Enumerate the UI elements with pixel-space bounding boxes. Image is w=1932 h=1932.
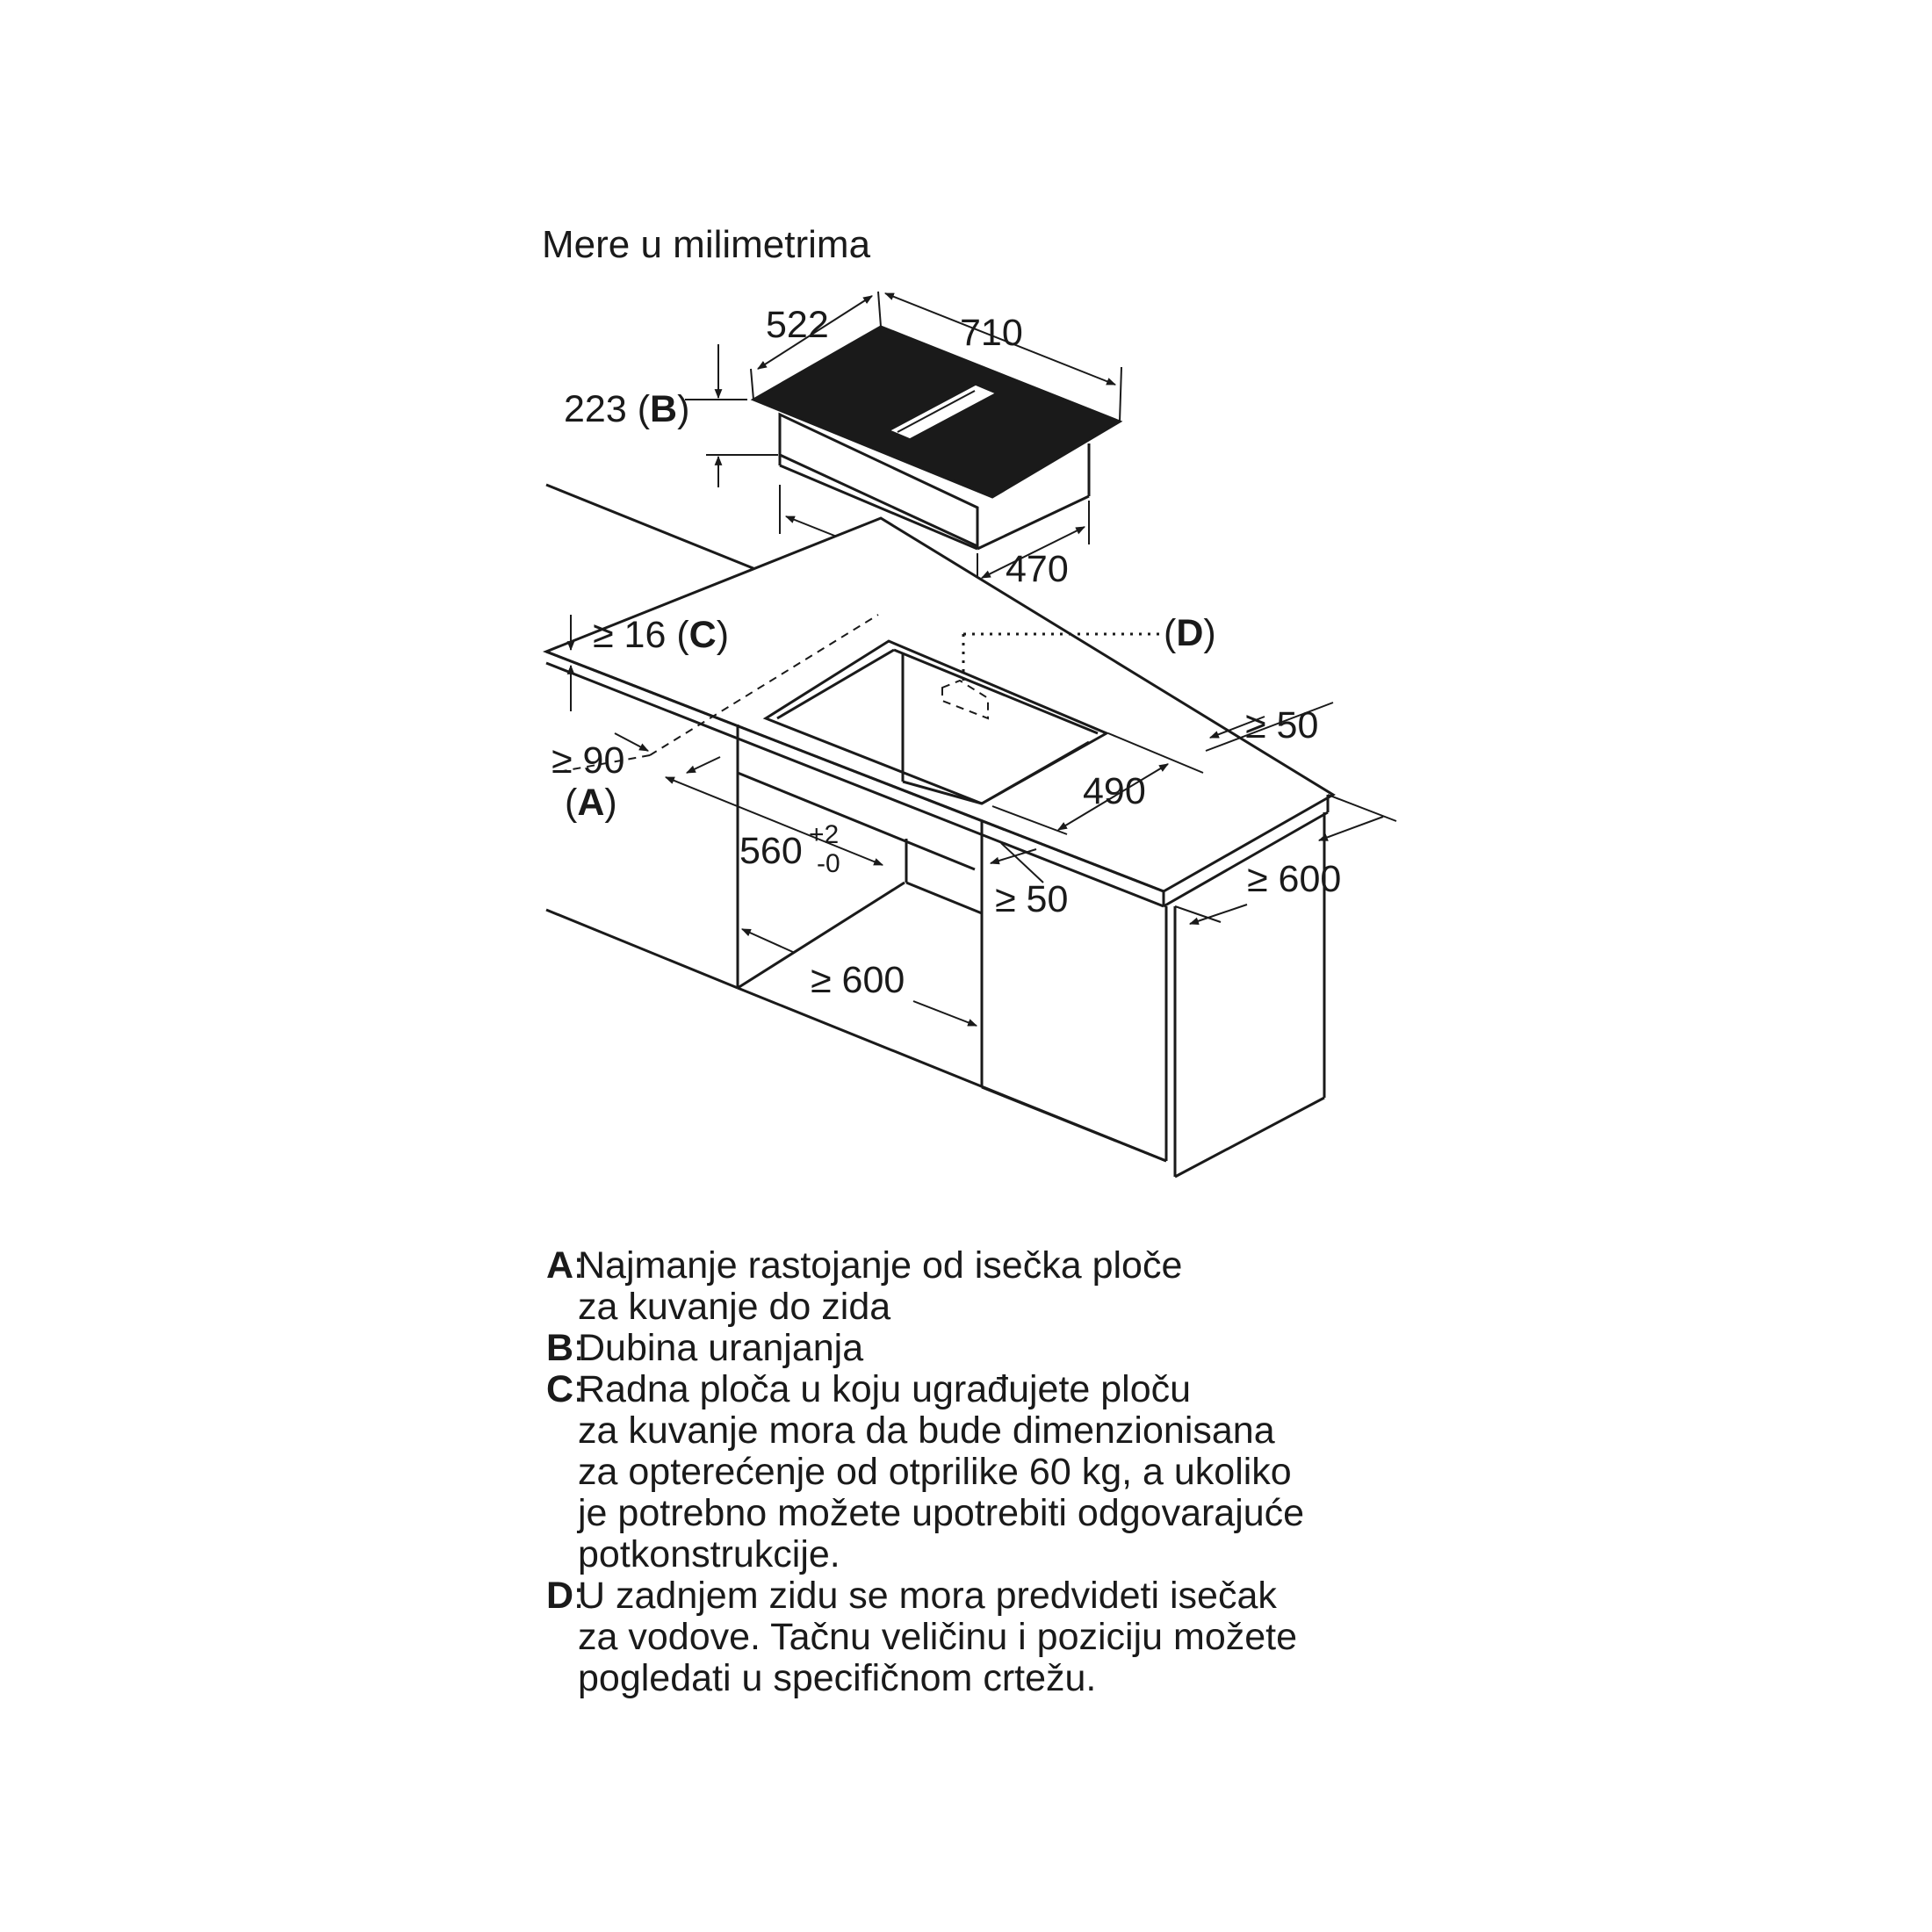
dim-cutout-tol-plus: +2 (809, 820, 839, 849)
legend-item-c: C Radna ploča u koju ugrađujete ploču za… (546, 1369, 1688, 1575)
legend-item-d: D U zadnjem zidu se mora predvideti iseč… (546, 1575, 1688, 1699)
dim-side-clearance: ≥ 50 (995, 878, 1068, 920)
hob-vent-slot (890, 385, 995, 439)
label-service-cutout: (D) (1164, 612, 1216, 654)
legend-key: D (546, 1575, 578, 1699)
dim-hob-width: 710 (960, 312, 1023, 354)
legend-item-b: B Dubina uranjanja (546, 1328, 1688, 1369)
legend-key: B (546, 1328, 578, 1369)
dim-worktop-depth: ≥ 600 (1247, 858, 1341, 900)
legend: A Najmanje rastojanje od isečka ploče za… (546, 1245, 1688, 1699)
service-cutout: (D) (941, 612, 1216, 720)
label-wall-distance-ref: (A) (565, 782, 617, 824)
legend-text: U zadnjem zidu se mora predvideti isečak… (578, 1575, 1298, 1699)
hob-cutout (762, 639, 1110, 805)
legend-text: Radna ploča u koju ugrađujete ploču za k… (578, 1368, 1305, 1575)
cabinet-illustration (542, 483, 1336, 1179)
dim-cutout-depth: 490 (1083, 770, 1146, 812)
hob-illustration (750, 325, 1123, 551)
dim-worktop-thickness: ≥ 16 (C) (593, 614, 729, 656)
dim-back-clearance: ≥ 50 (1245, 704, 1318, 746)
dim-cutout-width: 560 (739, 830, 803, 872)
legend-item-a: A Najmanje rastojanje od isečka ploče za… (546, 1245, 1688, 1328)
dim-body-depth: 470 (1006, 548, 1069, 590)
dim-cabinet-width: ≥ 600 (811, 959, 905, 1001)
legend-key: C (546, 1369, 578, 1575)
legend-text: Dubina uranjanja (578, 1327, 864, 1369)
dim-hob-depth: 522 (766, 304, 829, 346)
legend-key: A (546, 1245, 578, 1328)
dim-cutout-tol-minus: -0 (817, 849, 840, 878)
legend-text: Najmanje rastojanje od isečka ploče za k… (578, 1244, 1183, 1328)
dim-wall-distance: ≥ 90 (551, 739, 624, 782)
dim-insert-depth: 223 (B) (564, 388, 689, 430)
diagram-title: Mere u milimetrima (542, 223, 871, 266)
